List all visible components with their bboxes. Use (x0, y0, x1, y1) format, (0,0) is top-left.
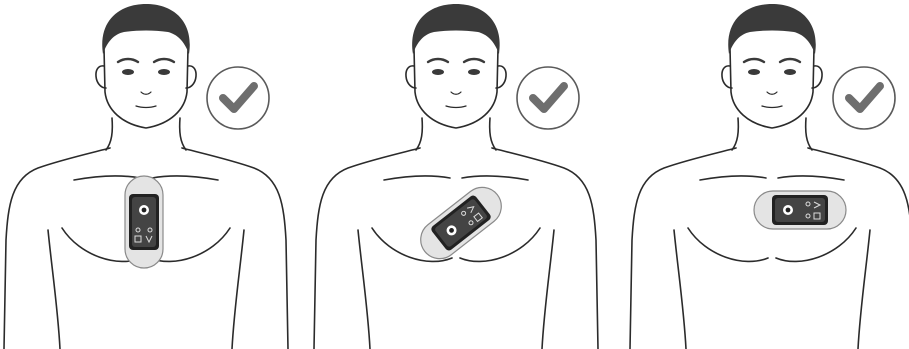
right-shoulder-outline (808, 148, 909, 349)
left-eye (122, 69, 134, 75)
left-eye (432, 69, 444, 75)
figure-panel-3 (630, 4, 909, 349)
left-collarbone (74, 176, 140, 180)
right-eye (468, 69, 480, 75)
device-face (132, 197, 156, 247)
right-arm-line (232, 230, 244, 349)
power-button-center (786, 208, 791, 213)
neck-right (180, 118, 186, 150)
right-arm-line (542, 230, 554, 349)
left-pectoral (688, 228, 768, 261)
right-eye (158, 69, 170, 75)
right-eye (784, 69, 796, 75)
right-collarbone (778, 176, 844, 180)
power-button-center (142, 208, 147, 213)
left-arm-line (48, 230, 60, 349)
figure-panel-1 (4, 4, 288, 349)
neck-right (490, 118, 496, 150)
left-collarbone (700, 176, 766, 180)
right-collarbone (152, 176, 218, 180)
right-collarbone (462, 176, 528, 180)
left-eye (748, 69, 760, 75)
sensor-device (413, 180, 509, 267)
left-arm-line (358, 230, 370, 349)
neck-left (732, 118, 738, 150)
check-circle (833, 67, 895, 129)
sensor-device (754, 191, 846, 229)
figure-panel-2 (314, 4, 598, 349)
right-pectoral (776, 228, 856, 261)
neck-left (416, 118, 422, 150)
neck-left (106, 118, 112, 150)
sensor-device (125, 176, 163, 268)
left-collarbone (384, 176, 450, 180)
check-circle (207, 67, 269, 129)
device-face (775, 198, 825, 222)
right-arm-line (858, 230, 870, 349)
check-circle (517, 67, 579, 129)
left-arm-line (674, 230, 686, 349)
neck-right (806, 118, 812, 150)
